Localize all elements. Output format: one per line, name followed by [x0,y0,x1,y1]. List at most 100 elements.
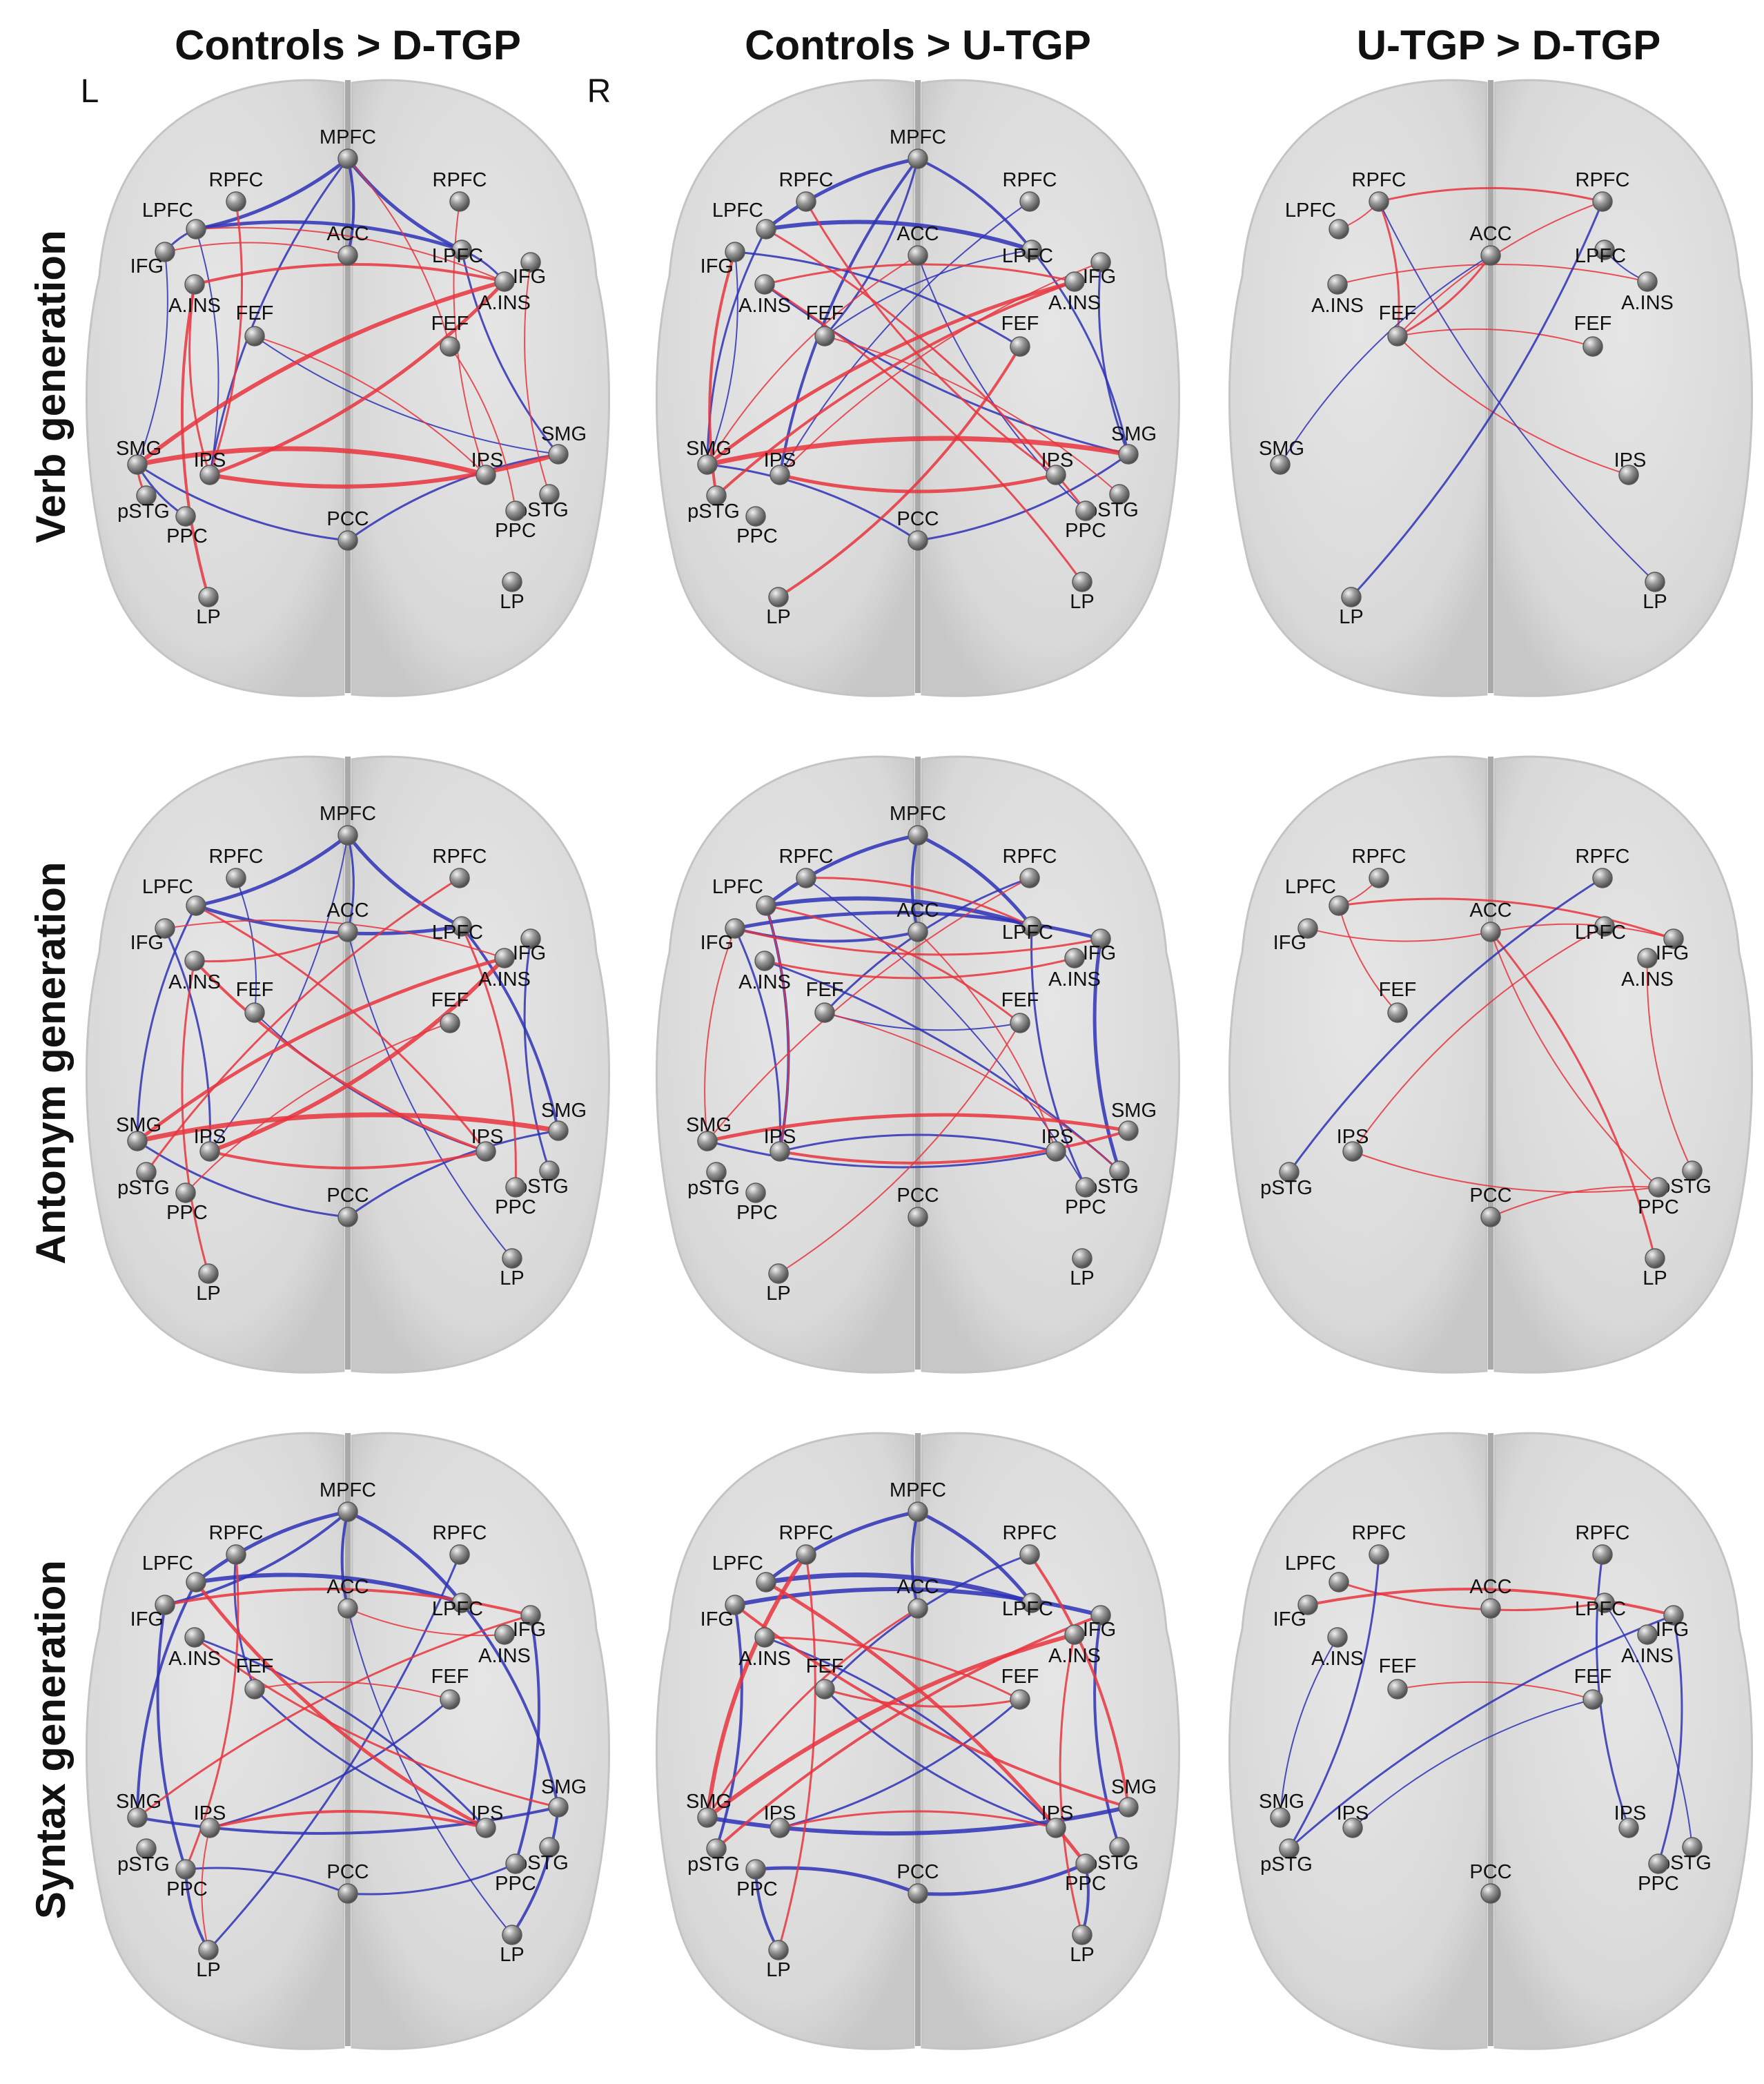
node-lp_l [198,587,219,607]
node-label-mpfc: MPFC [320,1479,376,1501]
connection-red [1490,1185,1659,1218]
node-label-ips_r: IPS [1041,1126,1074,1148]
node-label-rpfc_l: RPFC [1352,1522,1407,1544]
connection-blue [340,1510,349,1610]
connection-blue [715,1604,743,1850]
node-label-ppc_r: PPC [495,1196,536,1218]
connection-blue [1280,255,1491,465]
node-lp_r [502,572,522,592]
node-label-smg_l: SMG [686,1791,732,1813]
connection-red [715,1614,1102,1850]
connection-blue [706,1140,1057,1169]
connection-blue [764,833,920,908]
connection-red [1490,923,1674,939]
node-acc [908,922,928,942]
connection-red [193,1636,560,1809]
connection-blue [1288,877,1604,1174]
node-label-pstg_l: pSTG [687,1853,740,1876]
node-ains_r [1064,271,1085,292]
connection-blue [235,877,257,1013]
edges [704,833,1130,1274]
edges [705,157,1131,598]
node-ifg_l [725,1595,745,1615]
node-ifg_r [1663,1605,1684,1626]
connection-red [1378,187,1604,203]
node-label-rpfc_r: RPFC [1576,1522,1630,1544]
connection-red [135,956,507,1143]
node-label-lpfc_l: LPFC [142,876,193,898]
node-label-fef_l: FEF [806,302,844,324]
connection-red [778,1810,1057,1829]
node-label-lp_l: LP [766,1959,790,1981]
node-ains_r [494,1624,515,1645]
node-ains_l [754,274,775,295]
connection-red [524,262,550,495]
connection-blue [778,157,919,476]
connection-red [185,1022,451,1194]
node-label-ifg_l: IFG [130,932,164,954]
node-label-ains_r: A.INS [1621,968,1674,991]
node-label-pstg_l: pSTG [117,1853,170,1876]
node-ains_l [754,951,775,971]
node-ppc_l [175,1182,196,1203]
node-label-lpfc_r: LPFC [1002,1598,1053,1620]
node-ains_r [494,948,515,968]
node-smg_l [127,1131,148,1151]
node-smg_r [548,444,569,465]
node-ifg_r [1090,928,1111,949]
node-label-pcc: PCC [326,1185,369,1207]
node-label-lpfc_r: LPFC [1002,922,1053,944]
connection-red [1378,200,1400,338]
node-label-ifg_r: IFG [1083,266,1116,288]
connection-blue [733,1587,1103,1617]
connection-blue [823,157,919,338]
connection-blue [346,1129,560,1218]
connection-red [208,956,507,1153]
node-smg_l [1270,1807,1291,1828]
connection-blue [207,1553,461,1951]
row-title-2: Antonym generation [28,861,74,1264]
node-label-ppc_r: PPC [1065,520,1106,542]
node-label-lp_r: LP [500,1267,524,1289]
node-ifg_l [725,242,745,262]
connection-red [1352,1151,1659,1193]
node-label-rpfc_l: RPFC [1352,846,1407,868]
node-lp_r [502,1925,522,1945]
node-label-lpfc_r: LPFC [1575,245,1626,267]
left-hemisphere [85,1432,345,2050]
connection-red [765,905,790,1152]
node-label-ains_r: A.INS [1621,1645,1674,1667]
node-smg_r [1118,444,1139,465]
node-label-ips_l: IPS [1337,1126,1369,1148]
connection-blue [194,220,464,252]
node-label-pstg_l: pSTG [117,1177,170,1199]
connection-red [195,904,487,1153]
right-hemisphere-marker: R [587,73,611,110]
node-lpfc_r [1594,240,1615,260]
connection-blue [460,249,560,456]
connection-red [763,283,1084,583]
node-label-pcc: PCC [896,1861,939,1883]
connection-blue [1093,1614,1121,1849]
connection-blue [734,251,1021,348]
connection-red [254,1681,451,1700]
connection-red [765,228,1087,512]
connection-red [1397,335,1629,476]
connection-red [777,345,1021,598]
node-rpfc_l [796,1544,816,1565]
connection-red [706,1607,919,1819]
node-mpfc [908,148,928,169]
connection-red [460,925,517,1189]
node-ains_r [1064,1624,1085,1645]
connection-blue [754,1866,920,1896]
node-lp_l [768,1263,789,1284]
connection-blue [823,1688,1057,1829]
connection-blue [164,1510,349,1606]
node-lpfc_l [1329,1572,1349,1593]
right-hemisphere [351,1432,611,2050]
node-fef_l [244,1679,265,1700]
node-ips_l [1342,1141,1363,1162]
node-label-rpfc_l: RPFC [1352,169,1407,191]
